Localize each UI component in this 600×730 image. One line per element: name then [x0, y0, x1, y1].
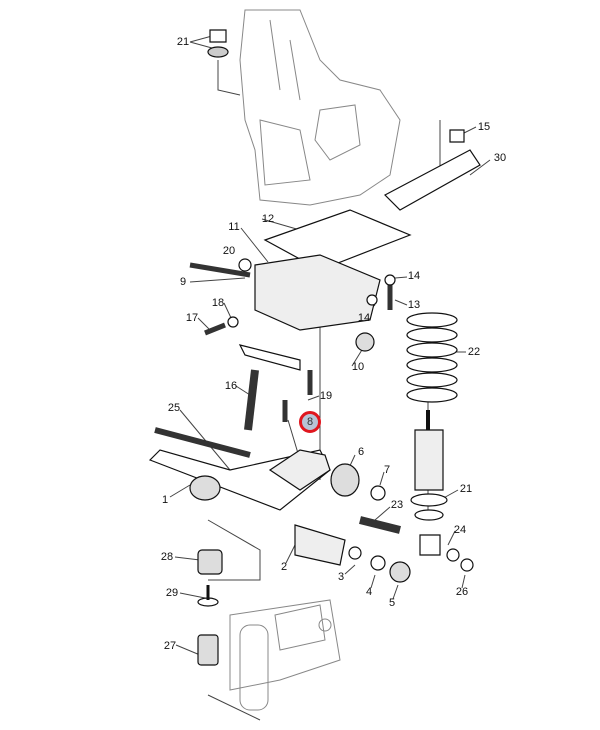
bolt-25: [154, 427, 251, 458]
bolt-17: [204, 322, 226, 336]
callout-6[interactable]: 6: [357, 446, 365, 458]
shock-21: [414, 429, 444, 491]
nut-15: [449, 129, 465, 143]
callout-7[interactable]: 7: [383, 464, 391, 476]
body-frame-top: [239, 9, 401, 206]
callout-14[interactable]: 14: [407, 270, 421, 282]
callout-21b[interactable]: 21: [459, 483, 473, 495]
washer-3: [348, 546, 362, 560]
washer-24: [446, 548, 460, 562]
frame-bottom: [229, 599, 341, 711]
callout-29[interactable]: 29: [165, 587, 179, 599]
callout-1[interactable]: 1: [161, 494, 169, 506]
callout-18[interactable]: 18: [211, 297, 225, 309]
callout-20[interactable]: 20: [222, 245, 236, 257]
callout-26[interactable]: 26: [455, 586, 469, 598]
nut-4: [370, 555, 386, 571]
bolt-9: [189, 262, 251, 278]
bracket-30: [384, 149, 481, 211]
mount-28: [197, 549, 223, 575]
nut-26: [460, 558, 474, 572]
callout-27[interactable]: 27: [163, 640, 177, 652]
callout-24[interactable]: 24: [453, 524, 467, 536]
callout-2[interactable]: 2: [280, 561, 288, 573]
callout-8-highlighted[interactable]: 8: [299, 411, 321, 433]
callout-15[interactable]: 15: [477, 121, 491, 133]
nut-21: [209, 29, 227, 43]
cap-5: [389, 561, 411, 583]
callout-4[interactable]: 4: [365, 586, 373, 598]
callout-19[interactable]: 19: [319, 390, 333, 402]
callout-10[interactable]: 10: [351, 361, 365, 373]
callout-28[interactable]: 28: [160, 551, 174, 563]
bracket-16: [238, 344, 301, 371]
clip-7: [370, 485, 386, 501]
callout-14b[interactable]: 14: [357, 312, 371, 324]
callout-30[interactable]: 30: [493, 152, 507, 164]
callout-21[interactable]: 21: [176, 36, 190, 48]
nut-20: [238, 258, 252, 272]
spring-22: [406, 312, 458, 403]
parts: [148, 29, 481, 666]
shock-eye: [419, 534, 441, 556]
bushing-housing-2: [294, 524, 346, 566]
bushing-10: [355, 332, 375, 352]
callout-13[interactable]: 13: [407, 299, 421, 311]
callout-22[interactable]: 22: [467, 346, 481, 358]
callout-23[interactable]: 23: [390, 499, 404, 511]
bolt-23: [359, 516, 401, 534]
callout-9[interactable]: 9: [179, 276, 187, 288]
callout-25[interactable]: 25: [167, 402, 181, 414]
callout-17[interactable]: 17: [185, 312, 199, 324]
callout-3[interactable]: 3: [337, 571, 345, 583]
callout-12[interactable]: 12: [261, 213, 275, 225]
mount-11: [254, 254, 381, 331]
callout-5[interactable]: 5: [388, 597, 396, 609]
callout-11[interactable]: 11: [228, 221, 240, 233]
bushing-6: [330, 463, 360, 497]
mount-27: [197, 634, 219, 666]
callout-16[interactable]: 16: [224, 380, 238, 392]
